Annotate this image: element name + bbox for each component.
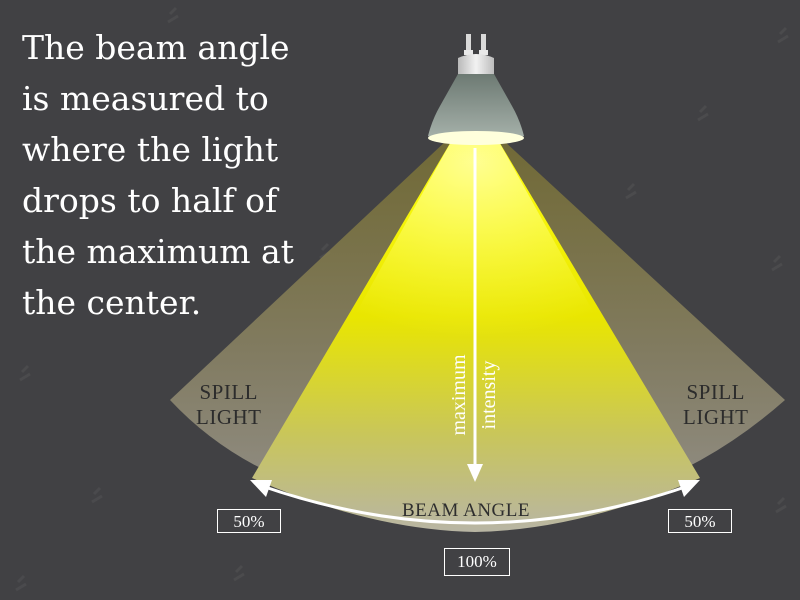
percent-left-box: 50%	[217, 509, 281, 533]
headline-line: drops to half of	[22, 181, 278, 220]
beam-angle-label: BEAM ANGLE	[402, 500, 530, 521]
percent-right-box: 50%	[668, 509, 732, 533]
headline-line: The beam angle	[22, 28, 290, 67]
max-intensity-word: maximum	[448, 354, 470, 436]
headline-line: the center.	[22, 283, 202, 322]
max-intensity-word: intensity	[478, 360, 500, 430]
beam-angle-arrow	[250, 480, 700, 525]
percent-center-box: 100%	[444, 548, 510, 576]
spill-left-word: SPILL	[199, 380, 258, 404]
headline: The beam angle is measured to where the …	[22, 22, 322, 328]
spill-light-left-label: SPILL LIGHT	[196, 380, 261, 430]
headline-line: is measured to	[22, 79, 269, 118]
spill-right-word: LIGHT	[683, 405, 749, 429]
headline-line: where the light	[22, 130, 279, 169]
lamp-icon	[428, 34, 524, 145]
max-intensity-arrow	[467, 148, 483, 482]
headline-line: the maximum at	[22, 232, 294, 271]
max-intensity-label: maximum intensity	[444, 354, 504, 435]
spill-left-word: LIGHT	[196, 405, 262, 429]
spill-light-right-label: SPILL LIGHT	[683, 380, 748, 430]
spill-right-word: SPILL	[686, 380, 745, 404]
